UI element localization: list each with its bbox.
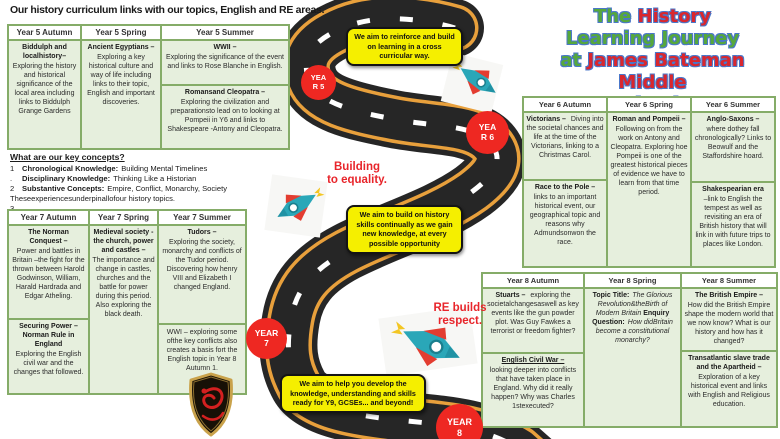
title-line-3: at James Bateman Middle	[560, 50, 745, 93]
curriculum-cell: Victorians – Diving into the societal ch…	[523, 112, 607, 180]
curriculum-cell: Transatlantic slave trade and the Aparth…	[681, 351, 777, 427]
intro-text: Our history curriculum links with our to…	[10, 4, 325, 16]
table-header-cell: Year 5 Autumn	[8, 25, 81, 40]
sticky-note: We aim to reinforce and build on learnin…	[346, 27, 463, 67]
dragon-icon	[201, 387, 225, 421]
curriculum-cell: The Norman Conquest – Power and battles …	[8, 225, 89, 319]
curriculum-cell: Ancient Egyptians – Exploring a key hist…	[81, 40, 161, 149]
curriculum-cell: Topic Title:The Glorious Revolution&theB…	[584, 288, 681, 427]
curriculum-cell: Biddulph and localhistory– Exploring the…	[8, 40, 81, 149]
curriculum-cell: WWII – Exploring the significance of the…	[161, 40, 289, 85]
year7-table: Year 7 Autumn Year 7 Spring Year 7 Summe…	[7, 209, 247, 395]
table-header-cell: Year 7 Spring	[89, 210, 158, 225]
caption-re-respect: RE builds respect.	[433, 302, 487, 327]
curriculum-cell: The British Empire – How did the British…	[681, 288, 777, 351]
key-concept-item: 1 Chronological Knowledge:Building Menta…	[10, 164, 208, 174]
curriculum-cell: Tudors – Exploring the society, monarchy…	[158, 225, 246, 324]
key-concepts-number: 3	[10, 204, 260, 214]
curriculum-cell: Anglo-Saxons – where dothey fall chronol…	[691, 112, 775, 182]
table-header-cell: Year 8 Spring	[584, 273, 681, 288]
table-header-cell: Year 6 Spring	[607, 97, 691, 112]
curriculum-cell: Race to the Pole – links to an important…	[523, 180, 607, 267]
school-crest-badge	[189, 372, 233, 437]
table-header-cell: Year 8 Summer	[681, 273, 777, 288]
year5-table: Year 5 Autumn Year 5 Spring Year 5 Summe…	[7, 24, 290, 150]
curriculum-cell: Shakespearian era –link to English the t…	[691, 182, 775, 267]
table-header-cell: Year 6 Autumn	[523, 97, 607, 112]
year8-table: Year 8 Autumn Year 8 Spring Year 8 Summe…	[481, 272, 778, 428]
table-header-cell: Year 5 Summer	[161, 25, 289, 40]
table-header-cell: Year 8 Autumn	[482, 273, 584, 288]
curriculum-cell: Stuarts – exploring the societalchangesa…	[482, 288, 584, 353]
key-concept-item: 2 Substantive Concepts:Empire, Conflict,…	[10, 183, 227, 193]
title-line-2: Learning Journey	[565, 28, 740, 49]
key-concepts-title: What are our key concepts?	[10, 152, 125, 162]
curriculum-cell: Romansand Cleopatra – Exploring the civi…	[161, 85, 289, 149]
table-header-cell: Year 6 Summer	[691, 97, 775, 112]
sticky-note: We aim to help you develop the knowledge…	[280, 374, 426, 414]
key-concepts-footer: Theseexperiencesunderpinallofour history…	[10, 193, 176, 203]
curriculum-cell: Securing Power – Norman Rule in England …	[8, 319, 89, 394]
year6-table: Year 6 Autumn Year 6 Spring Year 6 Summe…	[522, 96, 776, 268]
caption-building-equality: Building to equality.	[327, 161, 387, 186]
table-header-cell: Year 7 Autumn	[8, 210, 89, 225]
key-concept-item: . Disciplinary Knowledge:Thinking Like a…	[10, 174, 197, 184]
curriculum-cell: English Civil War – looking deeper into …	[482, 353, 584, 427]
curriculum-cell: Medieval society -the church, power and …	[89, 225, 158, 394]
title-line-1: The History	[593, 6, 712, 27]
sticky-note: We aim to build on history skills contin…	[346, 205, 463, 254]
key-concepts: What are our key concepts? 1 Chronologic…	[10, 152, 260, 213]
curriculum-cell: Roman and Pompeii – Following on from th…	[607, 112, 691, 267]
table-header-cell: Year 5 Spring	[81, 25, 161, 40]
table-header-cell: Year 7 Summer	[158, 210, 246, 225]
